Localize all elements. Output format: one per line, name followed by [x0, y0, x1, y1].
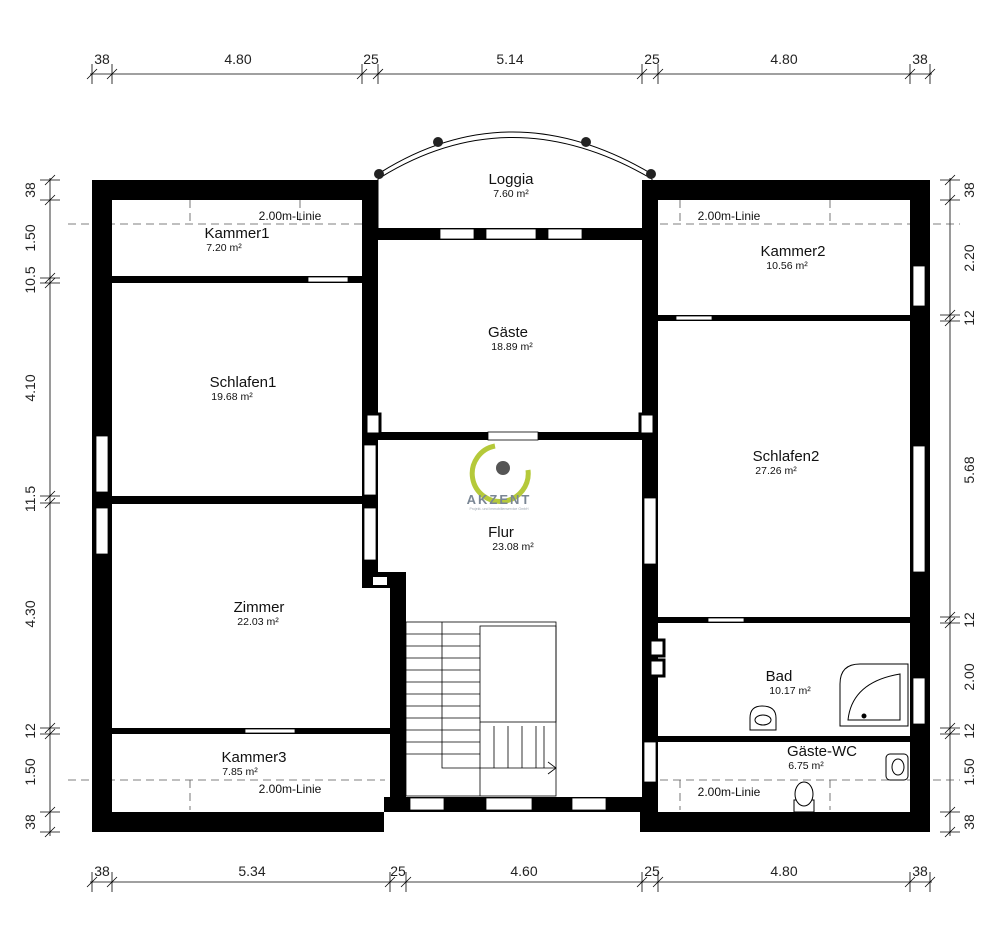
room-kammer1-name: Kammer1 [204, 225, 269, 242]
room-bad-name: Bad [766, 668, 793, 685]
dim-right-0: 38 [961, 182, 977, 198]
openings [95, 228, 926, 811]
dim-bottom-4: 25 [644, 863, 660, 879]
room-zimmer-area: 22.03 m² [237, 616, 279, 628]
dim-left-0: 38 [22, 182, 38, 198]
bathtub [839, 663, 909, 727]
logo-swoosh-icon [469, 443, 531, 505]
logo-name: AKZENT [467, 492, 532, 507]
room-kammer1-area: 7.20 m² [206, 242, 242, 254]
room-schlafen1-area: 19.68 m² [211, 391, 253, 403]
columns [364, 412, 666, 678]
room-gaeste-area: 18.89 m² [491, 341, 533, 353]
dim-top-5: 4.80 [770, 51, 797, 67]
dim-right-2: 12 [961, 310, 977, 326]
loggia-arc [374, 131, 656, 228]
dim-right-8: 38 [961, 814, 977, 830]
logo-dot-icon [496, 461, 510, 475]
washbasin-wc [885, 753, 909, 781]
dim-bottom-6: 38 [912, 863, 928, 879]
dim-right-4: 12 [961, 612, 977, 628]
room-labels: Loggia 7.60 m² Kammer1 7.20 m² Kammer2 1… [204, 171, 857, 778]
washbasin-bad [749, 705, 777, 731]
right-dimension-chain: 38 2.20 12 5.68 12 2.00 12 1.50 38 [940, 174, 977, 838]
dim-left-8: 38 [22, 814, 38, 830]
dim-right-5: 2.00 [961, 663, 977, 690]
dim-bottom-5: 4.80 [770, 863, 797, 879]
dim-top-1: 4.80 [224, 51, 251, 67]
linie-label-top-left: 2.00m-Linie [259, 209, 322, 223]
room-zimmer-name: Zimmer [234, 599, 285, 616]
top-dimension-chain: 38 4.80 25 5.14 25 4.80 38 [86, 51, 936, 84]
room-kammer3-name: Kammer3 [221, 749, 286, 766]
dim-right-7: 1.50 [961, 758, 977, 785]
dim-bottom-3: 4.60 [510, 863, 537, 879]
dim-bottom-2: 25 [390, 863, 406, 879]
room-kammer2-name: Kammer2 [760, 243, 825, 260]
linie-labels: 2.00m-Linie 2.00m-Linie 2.00m-Linie 2.00… [259, 209, 761, 799]
staircase [405, 621, 557, 797]
toilet [793, 781, 815, 813]
room-kammer3-area: 7.85 m² [222, 766, 258, 778]
dim-left-2: 10.5 [22, 266, 38, 293]
room-gaeste-wc-area: 6.75 m² [788, 760, 824, 772]
dim-left-6: 12 [22, 723, 38, 739]
bottom-dimension-chain: 38 5.34 25 4.60 25 4.80 38 [86, 863, 936, 892]
dim-top-2: 25 [363, 51, 379, 67]
dim-right-6: 12 [961, 723, 977, 739]
room-bad-area: 10.17 m² [769, 685, 811, 697]
logo-subtitle: Projekt- und Immobilienservice GmbH [470, 507, 529, 511]
dim-left-5: 4.30 [22, 600, 38, 627]
linie-label-top-right: 2.00m-Linie [698, 209, 761, 223]
dim-left-1: 1.50 [22, 224, 38, 251]
dim-top-6: 38 [912, 51, 928, 67]
dim-right-3: 5.68 [961, 456, 977, 483]
room-kammer2-area: 10.56 m² [766, 260, 808, 272]
akzent-logo: AKZENT Projekt- und Immobilienservice Gm… [467, 443, 532, 511]
dim-left-3: 4.10 [22, 374, 38, 401]
room-gaeste-wc-name: Gäste-WC [787, 743, 857, 760]
dim-left-4: 11.5 [22, 486, 38, 512]
room-schlafen2-name: Schlafen2 [753, 448, 820, 465]
room-flur-area: 23.08 m² [492, 541, 534, 553]
dim-top-3: 5.14 [496, 51, 523, 67]
room-flur-name: Flur [488, 524, 514, 541]
dim-bottom-1: 5.34 [238, 863, 265, 879]
left-dimension-chain: 38 1.50 10.5 4.10 11.5 4.30 12 1.50 38 [22, 174, 60, 838]
room-schlafen1-name: Schlafen1 [210, 374, 277, 391]
dim-right-1: 2.20 [961, 244, 977, 271]
dim-top-4: 25 [644, 51, 660, 67]
linie-label-bottom-right: 2.00m-Linie [698, 785, 761, 799]
room-gaeste-name: Gäste [488, 324, 528, 341]
dim-left-7: 1.50 [22, 758, 38, 785]
dim-top-0: 38 [94, 51, 110, 67]
room-loggia-name: Loggia [488, 171, 534, 188]
dim-bottom-0: 38 [94, 863, 110, 879]
room-schlafen2-area: 27.26 m² [755, 465, 797, 477]
room-loggia-area: 7.60 m² [493, 188, 529, 200]
linie-label-bottom-left: 2.00m-Linie [259, 782, 322, 796]
